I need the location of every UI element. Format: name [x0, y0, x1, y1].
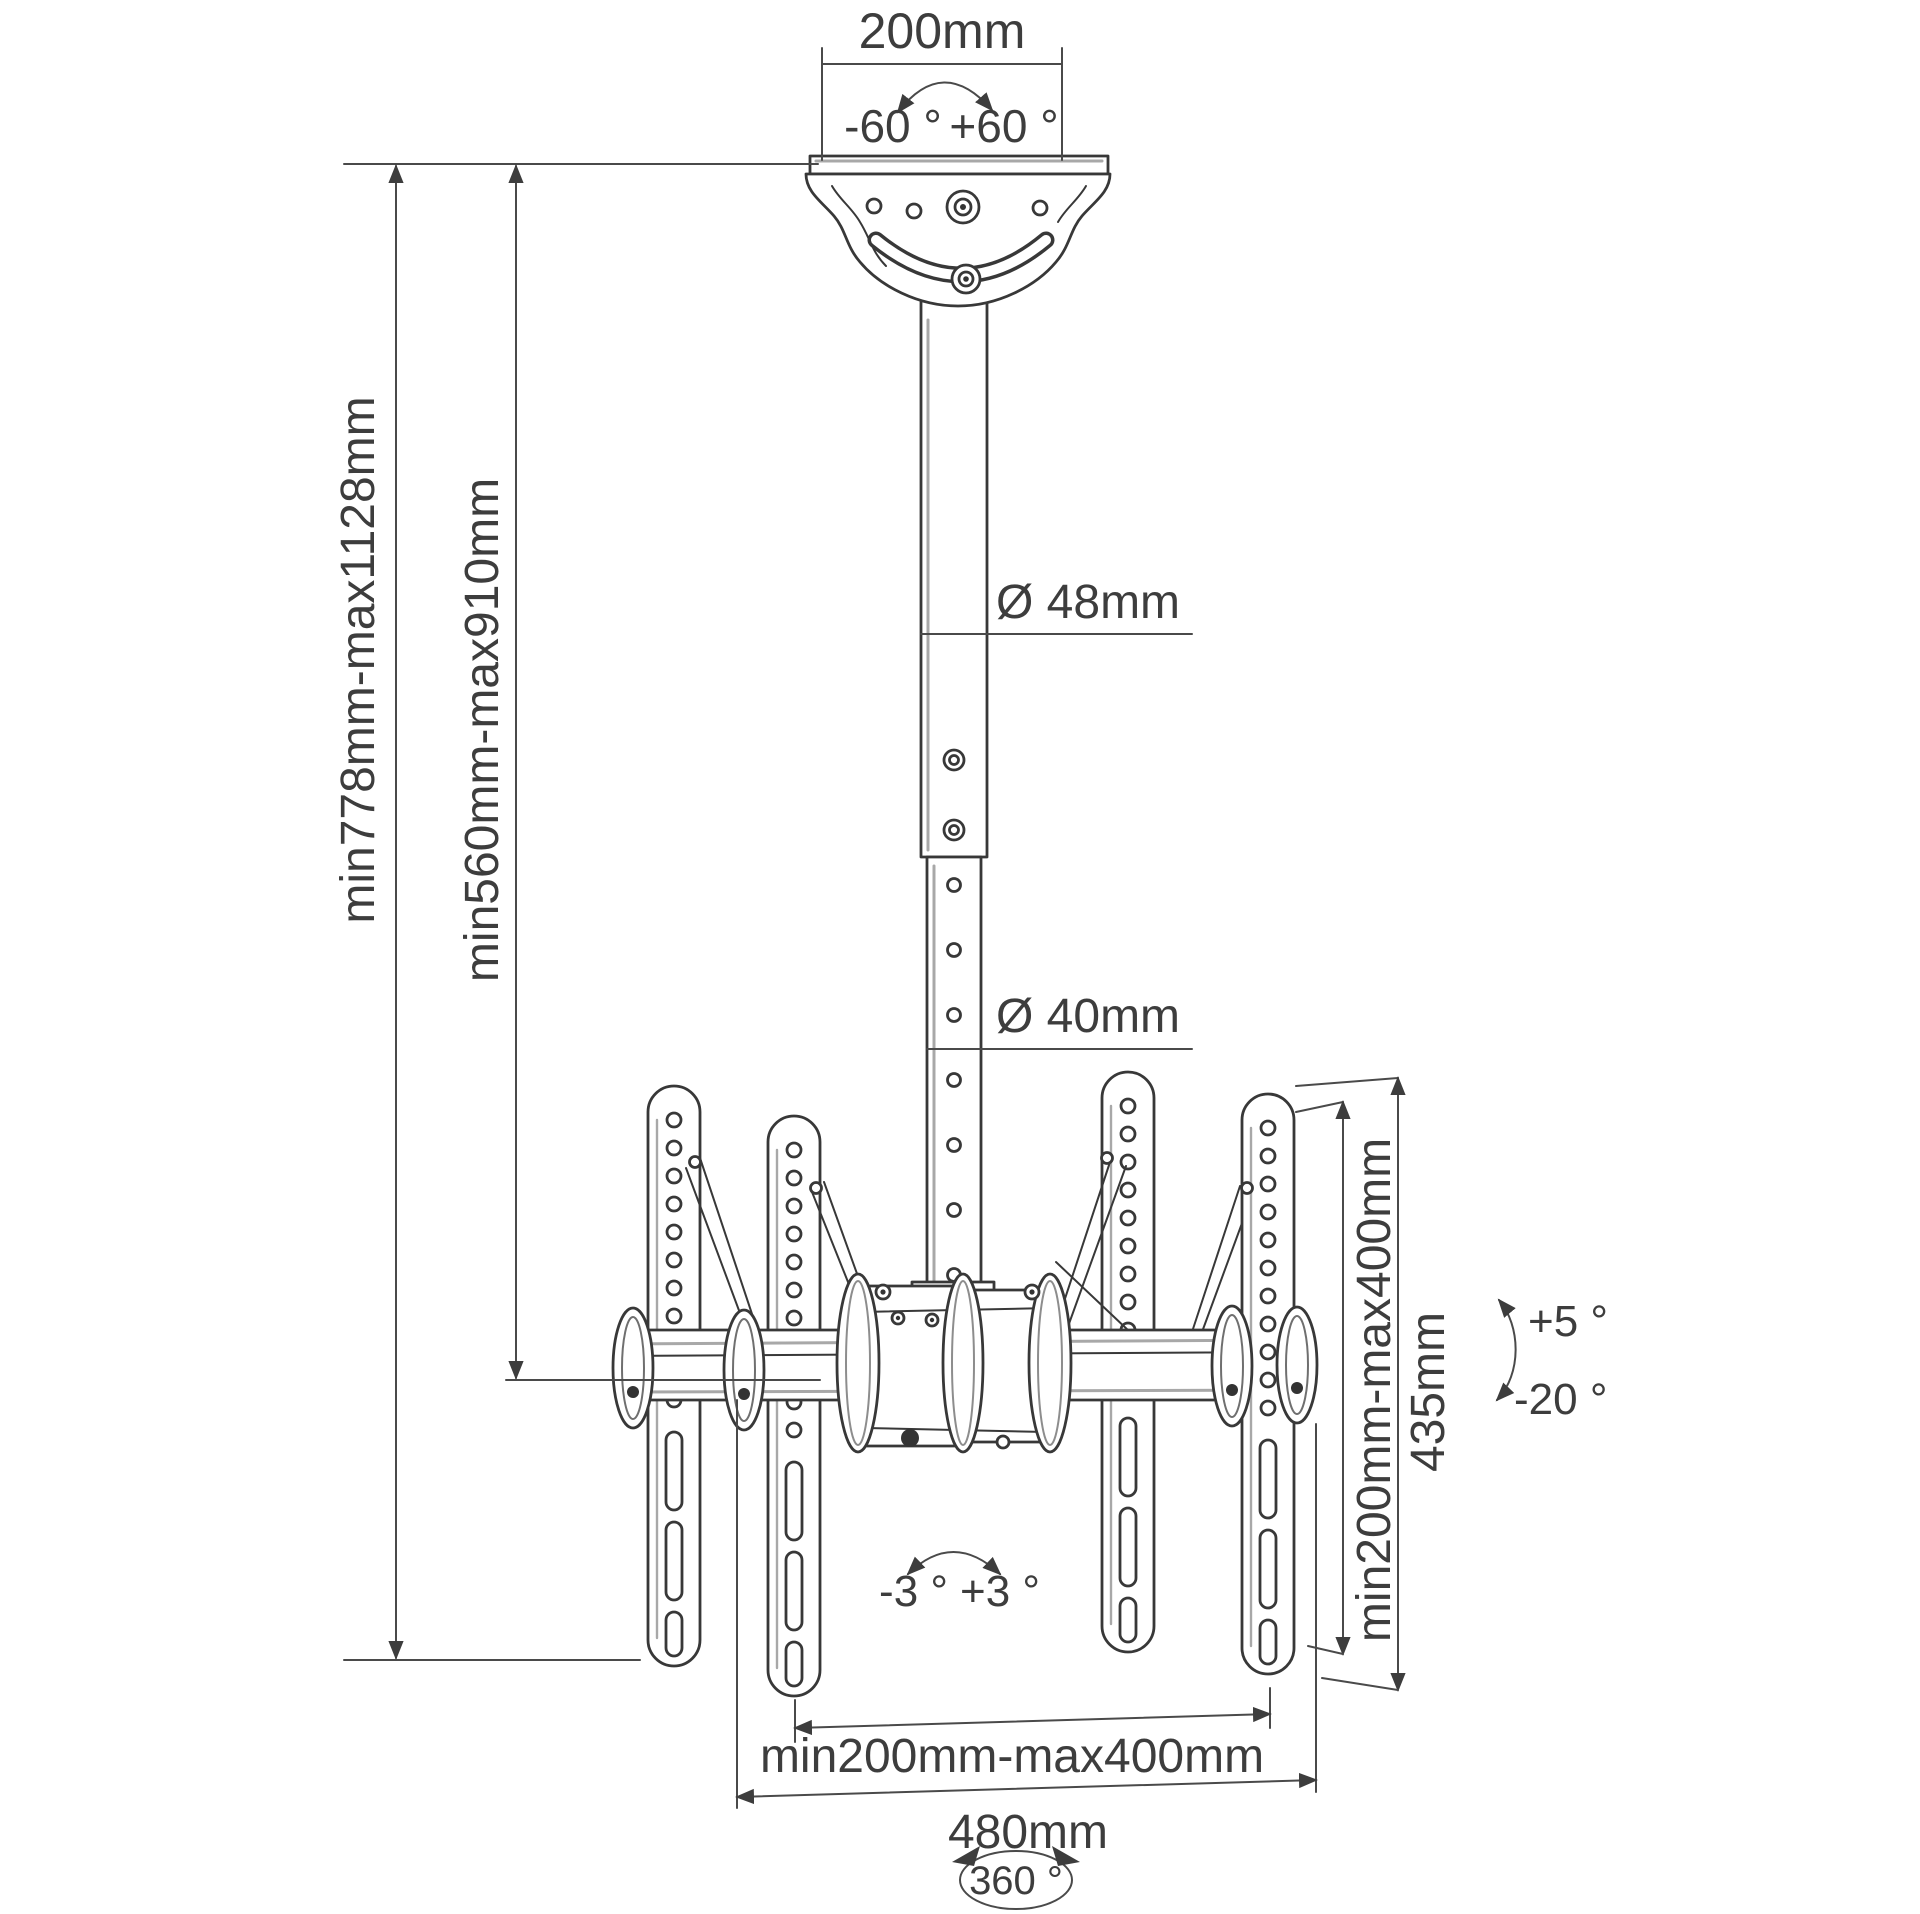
label-vesa-width: min200mm-max400mm — [760, 1730, 1264, 1783]
swivel-range-arc — [896, 81, 994, 114]
center-hub — [835, 1272, 1073, 1454]
swivel-lock-bolt — [950, 263, 982, 295]
dim-bracket-height — [1295, 1076, 1406, 1692]
tilt-range-arc — [1495, 1298, 1517, 1402]
label-tilt-down: -20 ° — [1514, 1375, 1607, 1424]
dim-vesa-width — [793, 1687, 1272, 1743]
label-swivel-min: -60 ° — [844, 100, 942, 152]
telescopic-pole — [919, 246, 989, 1309]
dim-pole-height — [505, 164, 821, 1381]
label-vesa-height: min200mm-max400mm — [1348, 1138, 1401, 1642]
pole-adjustment-holes — [946, 877, 962, 1283]
label-overall-height: min778mm-max1128mm — [332, 396, 385, 923]
swivel-bracket — [804, 172, 1112, 308]
label-crossbar-width: 480mm — [948, 1806, 1108, 1859]
strut-pivots — [688, 1151, 1254, 1195]
label-lower-pole-diameter: Ø 40mm — [996, 990, 1180, 1043]
label-tilt-up: +5 ° — [1528, 1297, 1608, 1346]
label-level-max: +3 ° — [960, 1567, 1040, 1616]
dim-crossbar-width — [735, 1399, 1318, 1809]
dim-vesa-height — [1295, 1100, 1351, 1656]
label-ceiling-plate-width: 200mm — [859, 3, 1026, 59]
level-range-arc — [906, 1551, 1002, 1576]
label-pole-height: min560mm-max910mm — [456, 478, 509, 982]
vesa-arm-front-left — [766, 1114, 822, 1698]
dim-overall-height — [343, 163, 819, 1661]
swivel-pivot-bolt — [945, 189, 981, 225]
label-bracket-height: 435mm — [1402, 1312, 1455, 1472]
label-level-min: -3 ° — [879, 1567, 948, 1616]
rotation-indicator — [952, 1846, 1080, 1910]
label-swivel-max: +60 ° — [949, 100, 1058, 152]
crossbar-end-caps — [611, 1304, 1319, 1432]
label-upper-pole-diameter: Ø 48mm — [996, 576, 1180, 629]
dim-ceiling-plate-width — [821, 47, 1063, 161]
label-rotation: 360 ° — [969, 1859, 1063, 1903]
hub-bolts — [874, 1283, 1041, 1450]
